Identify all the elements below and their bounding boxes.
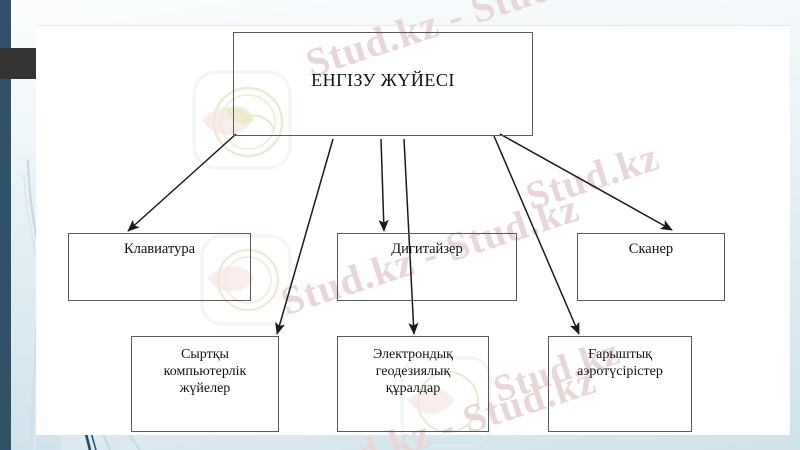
- node-input-system-label: ЕНГІЗУ ЖҮЙЕСІ: [311, 70, 455, 91]
- node-scanner-label: Сканер: [628, 241, 674, 257]
- node-electronic-geodetic-tools-label: Электрондық геодезиялық құралдар: [373, 347, 453, 397]
- node-scanner[interactable]: Сканер: [577, 233, 725, 301]
- node-external-computer-systems-label: Сыртқы компьютерлік жүйелер: [163, 347, 247, 397]
- panel-top-divider: [36, 25, 790, 26]
- node-electronic-geodetic-tools[interactable]: Электрондық геодезиялық құралдар: [337, 336, 489, 432]
- node-keyboard[interactable]: Клавиатура: [68, 233, 251, 301]
- node-digitizer[interactable]: Дигитайзер: [337, 233, 517, 301]
- node-input-system[interactable]: ЕНГІЗУ ЖҮЙЕСІ: [233, 32, 533, 136]
- node-external-computer-systems[interactable]: Сыртқы компьютерлік жүйелер: [131, 336, 279, 432]
- node-keyboard-label: Клавиатура: [123, 241, 196, 257]
- node-space-aerial-imagery[interactable]: Ғарыштық аэротүсірістер: [548, 336, 692, 432]
- left-navy-strip: [0, 0, 11, 450]
- node-digitizer-label: Дигитайзер: [391, 241, 463, 257]
- node-space-aerial-imagery-label: Ғарыштық аэротүсірістер: [577, 347, 663, 380]
